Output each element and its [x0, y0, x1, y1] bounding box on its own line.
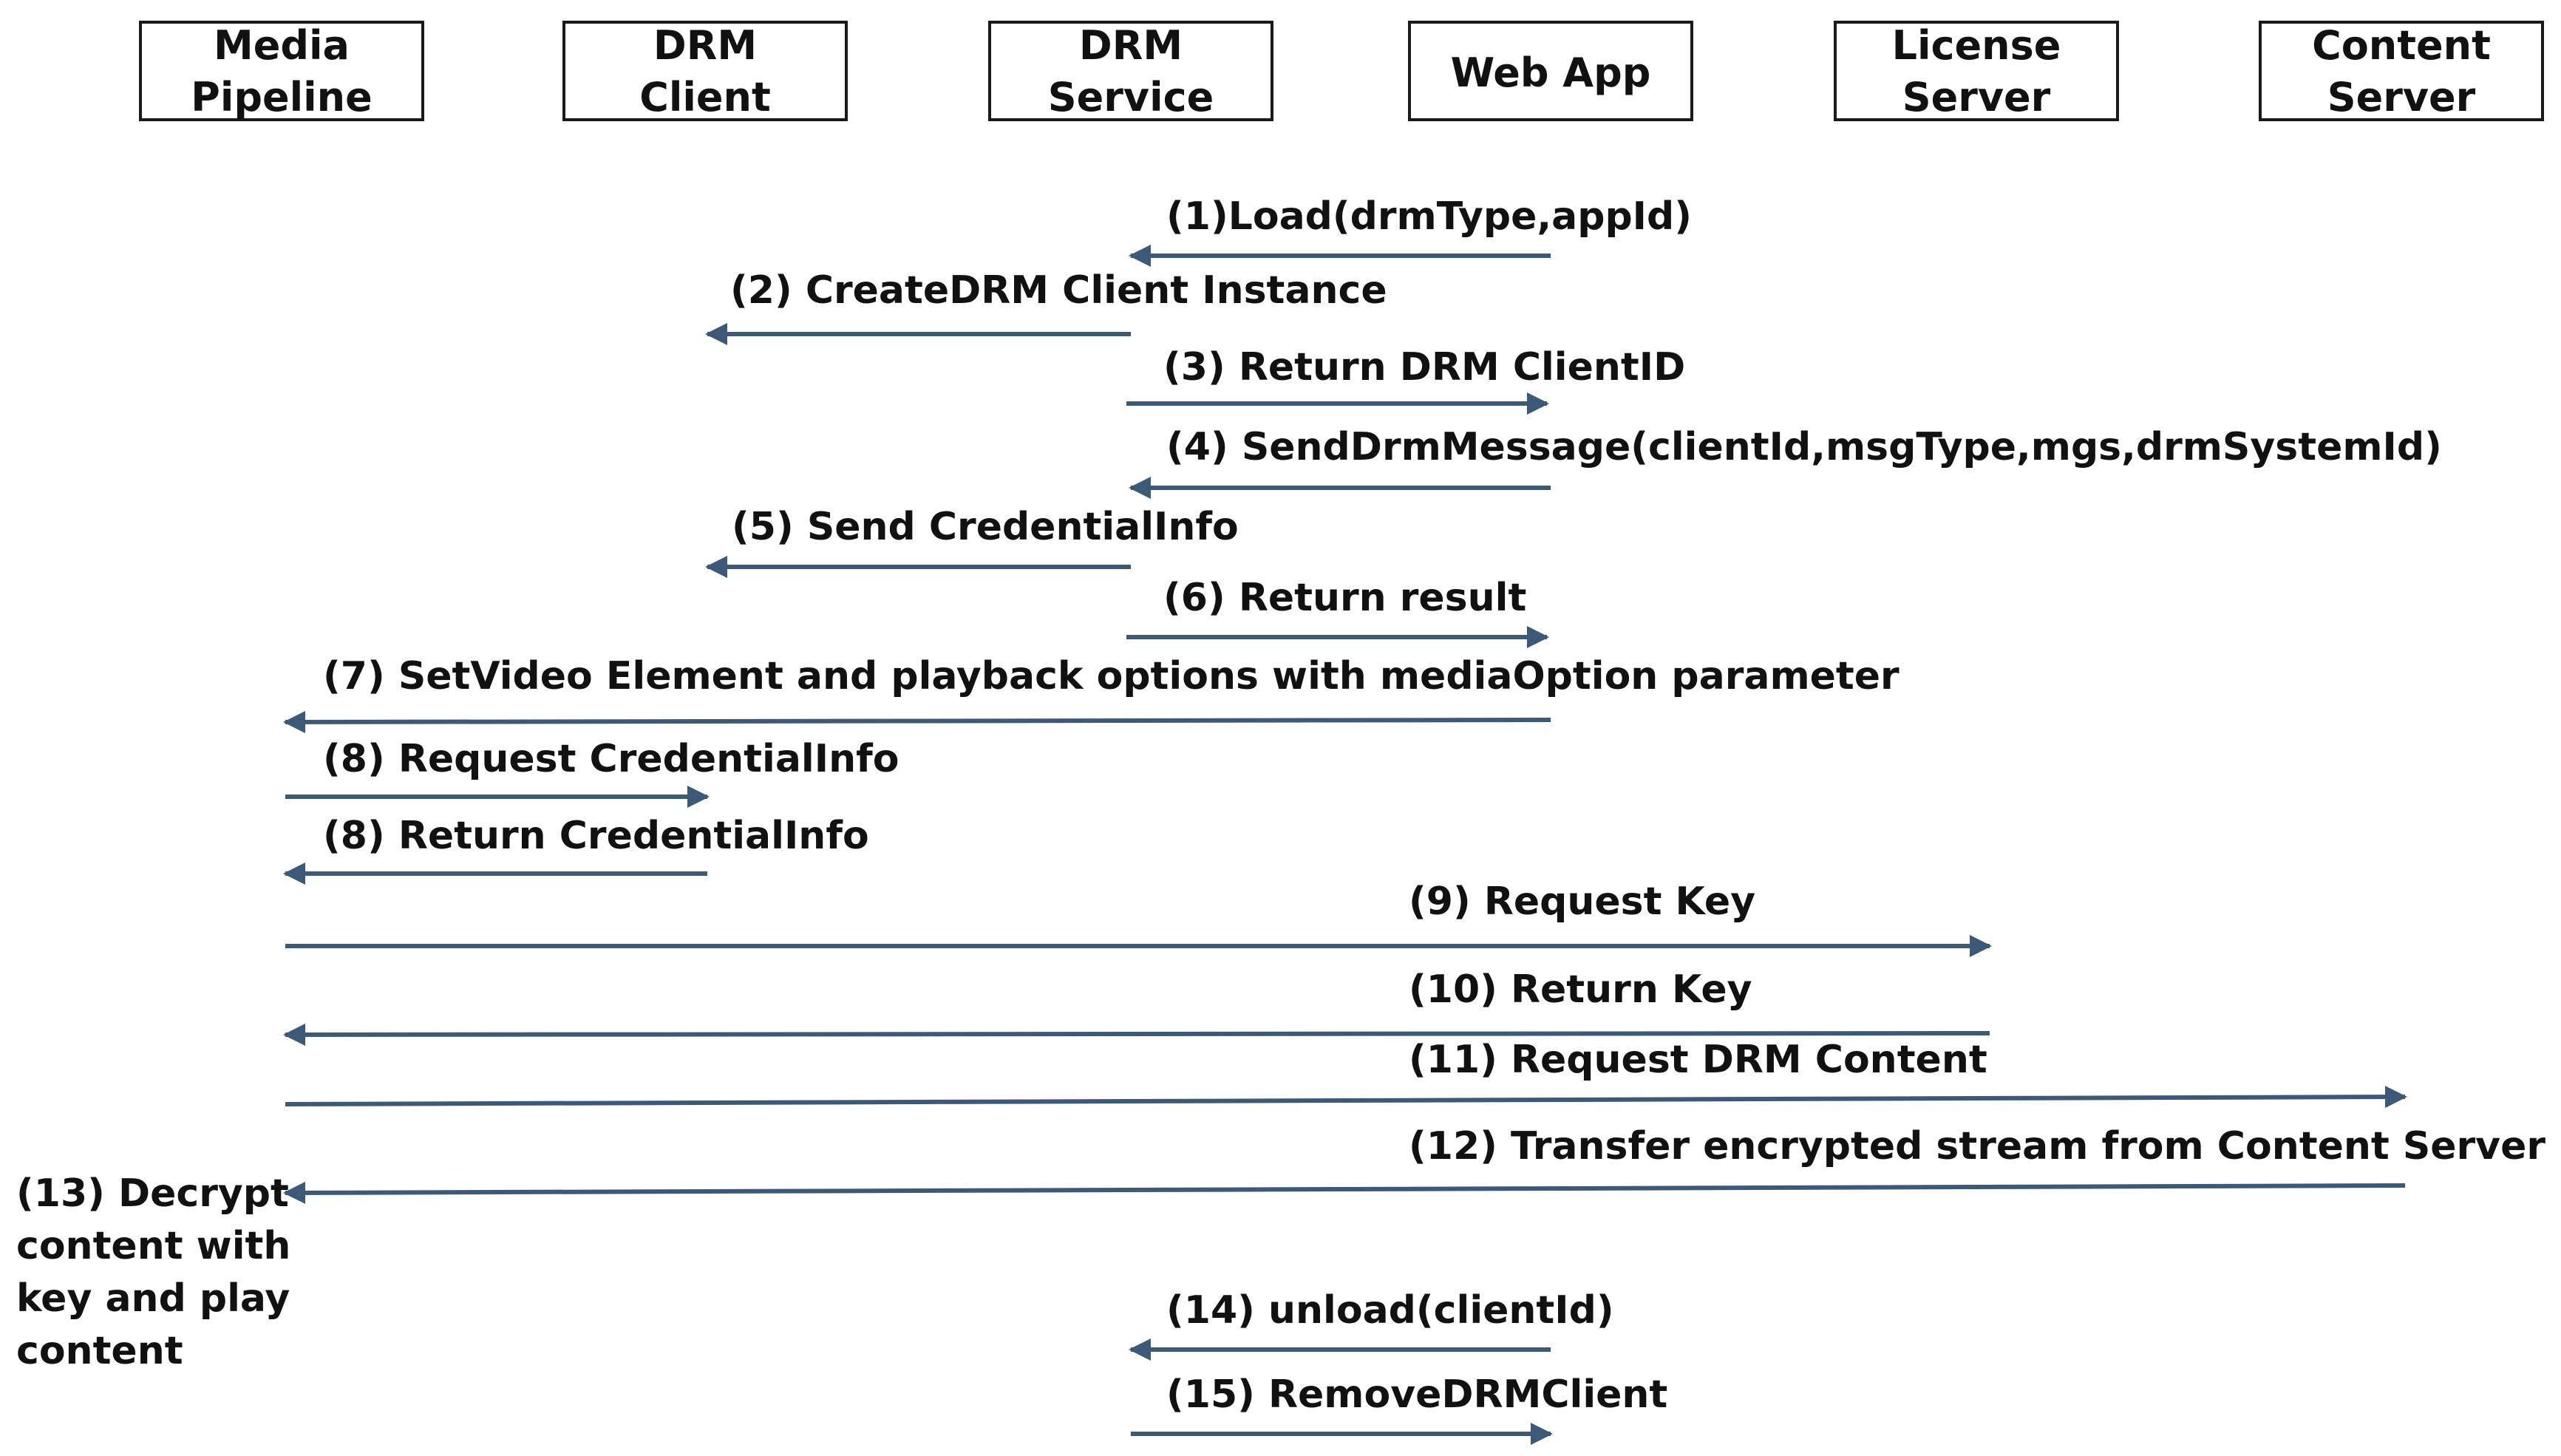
message-arrow	[283, 710, 1551, 733]
actor-label: Service	[1048, 74, 1214, 120]
actor-content-server: Content Server	[2259, 21, 2544, 121]
message-label: (5) Send CredentialInfo	[732, 505, 1239, 549]
message-label: (4) SendDrmMessage(clientId,msgType,mgs,…	[1166, 425, 2442, 469]
actor-label: Web App	[1451, 50, 1651, 96]
note-line: content with	[16, 1224, 290, 1268]
message-14: (14) unload(clientId)	[1129, 1288, 1614, 1361]
message-11: (11) Request DRM Content	[285, 1038, 2407, 1109]
actor-drm-service: DRM Service	[988, 21, 1273, 121]
note-line: content	[16, 1329, 183, 1373]
message-label: (8) Return CredentialInfo	[323, 814, 869, 858]
message-9: (9) Request Key	[285, 880, 1992, 957]
message-arrow	[283, 1023, 1990, 1046]
message-label: (11) Request DRM Content	[1409, 1038, 1987, 1082]
actor-label: DRM	[653, 22, 757, 69]
message-label: (6) Return result	[1163, 576, 1526, 620]
message-8-request: (8) Request CredentialInfo	[285, 737, 899, 808]
message-label: (9) Request Key	[1409, 880, 1755, 924]
actor-label: DRM	[1079, 22, 1183, 69]
message-arrow	[285, 1086, 2407, 1109]
message-12: (12) Transfer encrypted stream from Cont…	[283, 1124, 2545, 1204]
actor-label: Server	[2327, 74, 2476, 120]
actor-drm-client: DRM Client	[562, 21, 848, 121]
message-label: (14) unload(clientId)	[1166, 1288, 1614, 1333]
message-6: (6) Return result	[1126, 576, 1549, 648]
actor-label: License	[1892, 22, 2061, 69]
message-10: (10) Return Key	[283, 967, 1990, 1046]
actor-label: Pipeline	[191, 74, 372, 120]
message-5: (5) Send CredentialInfo	[705, 505, 1239, 578]
message-15: (15) RemoveDRMClient	[1131, 1372, 1667, 1445]
message-label: (2) CreateDRM Client Instance	[730, 268, 1387, 313]
message-label: (10) Return Key	[1409, 967, 1752, 1012]
message-1: (1)Load(drmType,appId)	[1129, 194, 1692, 267]
message-2: (2) CreateDRM Client Instance	[705, 268, 1387, 345]
actor-label: Server	[1902, 74, 2051, 120]
actor-media-pipeline: Media Pipeline	[139, 21, 424, 121]
message-label: (3) Return DRM ClientID	[1163, 345, 1685, 389]
note-line: key and play	[16, 1276, 290, 1321]
actor-label: Media	[214, 22, 350, 69]
actor-license-server: License Server	[1834, 21, 2119, 121]
actor-label: Content	[2312, 22, 2491, 69]
message-label: (12) Transfer encrypted stream from Cont…	[1409, 1124, 2545, 1168]
message-label: (7) SetVideo Element and playback option…	[323, 654, 1900, 698]
actor-label: Client	[639, 74, 771, 120]
message-arrow	[283, 1181, 2406, 1204]
message-label: (15) RemoveDRMClient	[1166, 1372, 1667, 1417]
message-3: (3) Return DRM ClientID	[1126, 345, 1685, 415]
message-4: (4) SendDrmMessage(clientId,msgType,mgs,…	[1129, 425, 2442, 499]
message-label: (8) Request CredentialInfo	[323, 737, 899, 781]
message-7: (7) SetVideo Element and playback option…	[283, 654, 1900, 733]
actor-web-app: Web App	[1408, 21, 1693, 121]
message-8-return: (8) Return CredentialInfo	[283, 814, 869, 885]
note-line: (13) Decrypt	[16, 1171, 289, 1216]
message-label: (1)Load(drmType,appId)	[1166, 194, 1692, 239]
note-decrypt: (13) Decrypt content with key and play c…	[16, 1171, 290, 1373]
